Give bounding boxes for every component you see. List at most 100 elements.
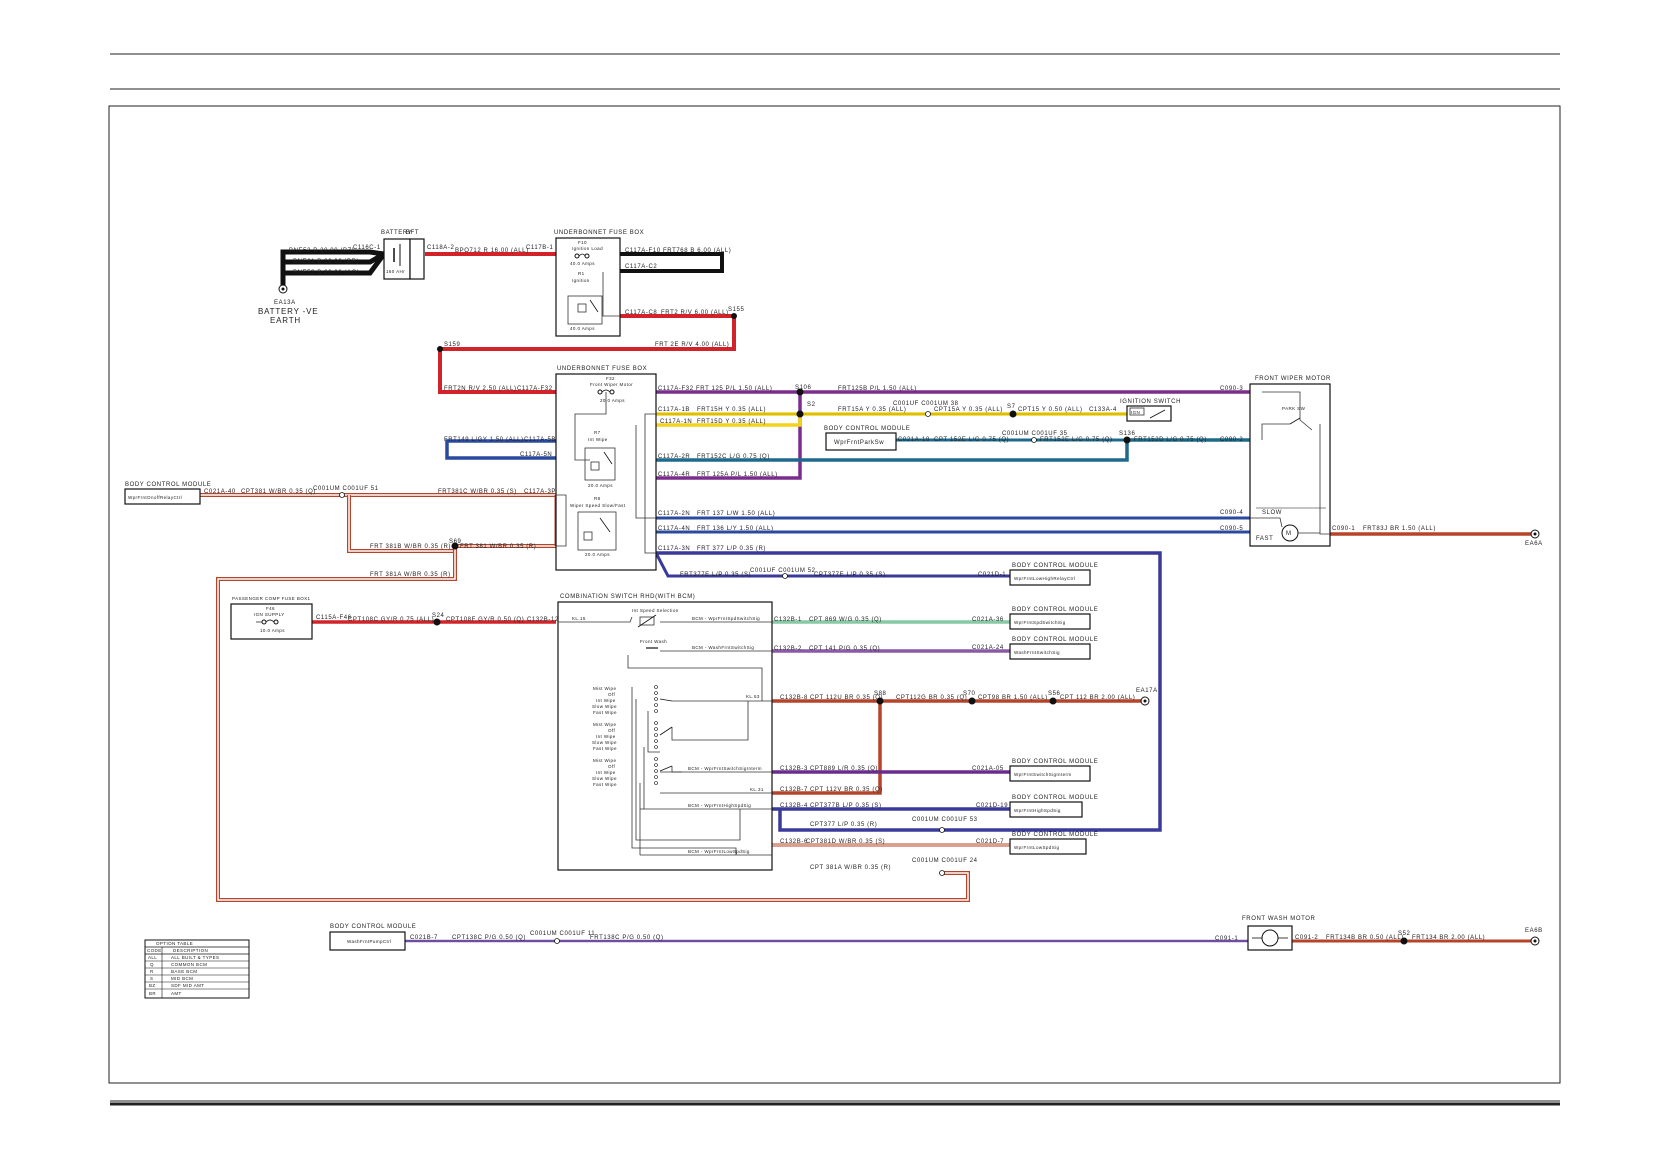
wire-frt125a [656, 392, 802, 480]
lbl-frt136: FRT 136 L/Y 1.50 (ALL) [697, 526, 774, 532]
lbl-frt2: FRT2 R/V 6.00 (ALL) [661, 310, 729, 316]
lbl-cpt377e: CPT377E L/P 0.35 (S) [814, 572, 886, 578]
earth-id: EA13A [274, 300, 296, 306]
lbl-c132b8: C132B-8 [780, 695, 808, 701]
wire-frt2 [438, 314, 736, 394]
bcm-lowhigh: BODY CONTROL MODULE WprFrntLowHighRelayC… [1009, 563, 1098, 586]
lbl-frt381: FRT 381 W/BR 0.35 (R) [460, 544, 536, 550]
lbl-s155: S155 [728, 307, 744, 313]
lbl-c021b7: C021B-7 [410, 935, 438, 941]
lbl-c132b1: C132B-1 [774, 617, 802, 623]
lbl-c001uf38: C001UF C001UM 38 [893, 401, 959, 407]
bcm-switchint-title: BODY CONTROL MODULE [1012, 759, 1098, 765]
lbl-c117a-f32: C117A-F32 [517, 386, 553, 392]
battery-fuse-label: BFT [406, 230, 419, 236]
lbl-s159: S159 [444, 342, 460, 348]
lbl-c021a05: C021A-05 [972, 766, 1004, 772]
lbl-c001um11: C001UM C001UF 11 [530, 931, 595, 937]
option-code: Q [150, 962, 154, 967]
bcm-spdsw-title: BODY CONTROL MODULE [1012, 607, 1098, 613]
lbl-frt152c: FRT152C L/G 0.75 (Q) [697, 454, 770, 460]
lbl-cpt112g: CPT112G BR 0.35 (Q) [896, 695, 967, 701]
pcfb-fuse-id: F46 [266, 606, 275, 611]
lbl-frt125b: FRT125B P/L 1.50 (ALL) [838, 386, 917, 392]
lbl-c021a18: C021A-18 [898, 437, 930, 443]
option-desc: BASE BCM [171, 969, 197, 974]
lbl-c132b7: C132B-7 [780, 787, 808, 793]
bcm-washsw-label: WashFrntSwitchSig [1014, 650, 1060, 655]
lbl-c090-2: C090-2 [1220, 437, 1243, 443]
bcm-lowspd-label: WprFrntLowSpdSig [1014, 845, 1060, 850]
lbl-cpt152e: CPT 152E L/G 0.75 (Q) [934, 437, 1009, 443]
battery-label: BATTERY [381, 230, 412, 236]
lbl-cpt381: CPT381 W/BR 0.35 (Q) [241, 489, 316, 495]
csw-title: COMBINATION SWITCH RHD(WITH BCM) [560, 594, 695, 600]
earth-ea17a-label: EA17A [1136, 688, 1158, 694]
option-code: S [150, 976, 153, 981]
ubfb2-relay1-id: R7 [594, 430, 601, 435]
csw-bcm-wash: BCM - WashFrntSwitchSig [692, 645, 754, 650]
lbl-c132b2: C132B-2 [774, 646, 802, 652]
ubfb2-relay1-rating: 20.0 Amps [588, 483, 613, 488]
lbl-c090-3: C090-3 [1220, 386, 1243, 392]
fwm-title: FRONT WIPER MOTOR [1255, 376, 1331, 382]
lbl-s88: S88 [874, 691, 887, 697]
wire-frt152 [656, 438, 1250, 462]
option-table-header-code: CODE [147, 948, 162, 953]
lbl-c116c: C116C-1 [353, 245, 381, 251]
csw-front-wash: Front Wash [640, 639, 667, 644]
fwm-fast: FAST [1256, 536, 1273, 542]
ign-title: IGNITION SWITCH [1120, 399, 1181, 405]
page-frame [108, 53, 1561, 1106]
fwm-park: PARK SW [1282, 406, 1306, 411]
lbl-c117a-2r: C117A-2R [658, 454, 690, 460]
ubfb1-fuse-rating: 40.0 Amps [570, 261, 595, 266]
csw-pos-slow-2: Slow Wipe [592, 740, 617, 745]
ubfb2-relay1-name: Int Wipe [588, 437, 608, 442]
earth-ea6b: EA6B [1525, 928, 1543, 946]
lbl-c117a-3p: C117A-3P [524, 489, 556, 495]
lbl-c133a4: C133A-4 [1089, 407, 1117, 413]
lbl-bne61: BNE61 B 20.00 (BR) [293, 259, 359, 265]
csw-pos-off-1: Off [608, 692, 615, 697]
lbl-cpt15a: CPT15A Y 0.35 (ALL) [934, 407, 1003, 413]
csw-pos-mist-3: Mist Wipe [593, 758, 616, 763]
lbl-c117a-1b: C117A-1B [658, 407, 690, 413]
lbl-c091-1: C091-1 [1215, 936, 1238, 942]
lbl-frt15d: FRT15D Y 0.35 (ALL) [697, 419, 766, 425]
ubfb2-relay2-rating: 20.0 Amps [585, 552, 610, 557]
bcm-lowspd: BODY CONTROL MODULE WprFrntLowSpdSig [1009, 832, 1098, 855]
lbl-c117a-f10: C117A-F10 [625, 248, 661, 254]
ubfb2-relay2-id: R8 [594, 496, 601, 501]
lbl-c117a-3n: C117A-3N [658, 546, 690, 552]
lbl-frt134b: FRT134B BR 0.50 (ALL) [1326, 935, 1404, 941]
ubfb2-fuse-rating: 20.0 Amps [600, 398, 625, 403]
ubfb1-fuse-name: Ignition Load [572, 246, 603, 251]
wire-frt768 [620, 252, 724, 273]
lbl-c117a-2n: C117A-2N [658, 511, 690, 517]
lbl-c001um51: C001UM C001UF 51 [313, 486, 379, 492]
option-table-title: OPTION TABLE [156, 941, 193, 946]
lbl-frt15h: FRT15H Y 0.35 (ALL) [697, 407, 766, 413]
bcm-highspd: BODY CONTROL MODULE WprFrntHighSpdSig [1009, 795, 1098, 818]
csw-bcm-low: BCM - WprFrntLowSpdSig [688, 849, 750, 854]
earth-ea6b-label: EA6B [1525, 928, 1543, 934]
lbl-c021a24: C021A-24 [972, 645, 1004, 651]
lbl-frt381c: FRT381C W/BR 0.35 (S) [438, 489, 517, 495]
option-code: ALL [148, 955, 157, 960]
lbl-frt377e: FRT377E L/P 0.35 (S) [680, 572, 751, 578]
lbl-c117a-f32-out: C117A-F32 [658, 386, 694, 392]
earth-name-2: EARTH [270, 316, 301, 325]
lbl-frt768: FRT768 B 6.00 (ALL) [663, 248, 731, 254]
combination-switch: COMBINATION SWITCH RHD(WITH BCM) Int Spe… [557, 594, 773, 871]
front-wiper-motor: FRONT WIPER MOTOR PARK SW SLOW FAST M [1249, 376, 1331, 547]
ubfb1-relay-rating: 40.0 Amps [570, 326, 595, 331]
lbl-bpo712: BPO712 R 16.00 (ALL) [455, 248, 529, 254]
lbl-cpt381a: CPT 381A W/BR 0.35 (R) [810, 865, 891, 871]
lbl-c117a-1n: C117A-1N [660, 419, 692, 425]
wire-frt149 [445, 439, 556, 460]
bcm-park-title: BODY CONTROL MODULE [824, 426, 910, 432]
option-table: OPTION TABLE CODE DESCRIPTION ALL ALL BU… [144, 939, 250, 999]
bcm-park-label: WprFrntParkSw [834, 440, 884, 446]
